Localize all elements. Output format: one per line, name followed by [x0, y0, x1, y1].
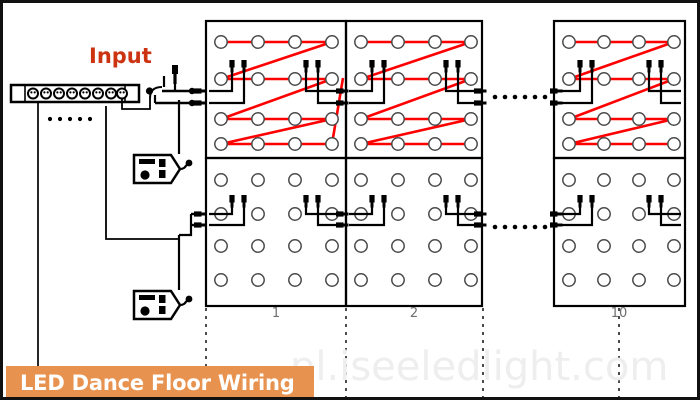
strip-output-cable	[121, 98, 151, 110]
power-strip-sockets	[27, 87, 128, 100]
controller-feed-line	[105, 106, 179, 240]
panels-ellipsis-upper	[492, 94, 548, 100]
panel-2-lower[interactable]	[344, 156, 484, 308]
panel-2-lower-wiring	[349, 173, 487, 287]
panel-label-1: 1	[271, 306, 281, 321]
panel-10-upper-wiring	[550, 35, 681, 151]
panel-10-lower-wiring	[550, 173, 681, 287]
power-strip-ellipsis	[47, 116, 93, 122]
strip-output-plug	[145, 87, 154, 95]
panel-1-lower-wiring	[209, 173, 349, 287]
power-distribution-strip[interactable]	[9, 83, 141, 104]
panel-1-upper-wiring	[209, 35, 349, 151]
trunk-plug-icon	[172, 65, 178, 84]
diagram-svg	[9, 19, 687, 397]
title-banner: LED Dance Floor Wiring	[6, 366, 314, 397]
banner-title-text: LED Dance Floor Wiring	[20, 371, 295, 395]
watermark-text: pl.iseeledlight.com	[290, 344, 669, 390]
controller-top[interactable]	[132, 100, 193, 185]
panel-label-10: 10	[610, 306, 628, 321]
panel-label-2: 2	[409, 306, 419, 321]
panel-2-upper-wiring	[349, 35, 487, 151]
panel-10-lower[interactable]	[552, 156, 687, 308]
controller-bottom[interactable]	[132, 235, 193, 321]
input-label: Input	[89, 44, 152, 68]
strip-output-lead	[149, 86, 163, 99]
panels-ellipsis-lower	[492, 224, 548, 230]
